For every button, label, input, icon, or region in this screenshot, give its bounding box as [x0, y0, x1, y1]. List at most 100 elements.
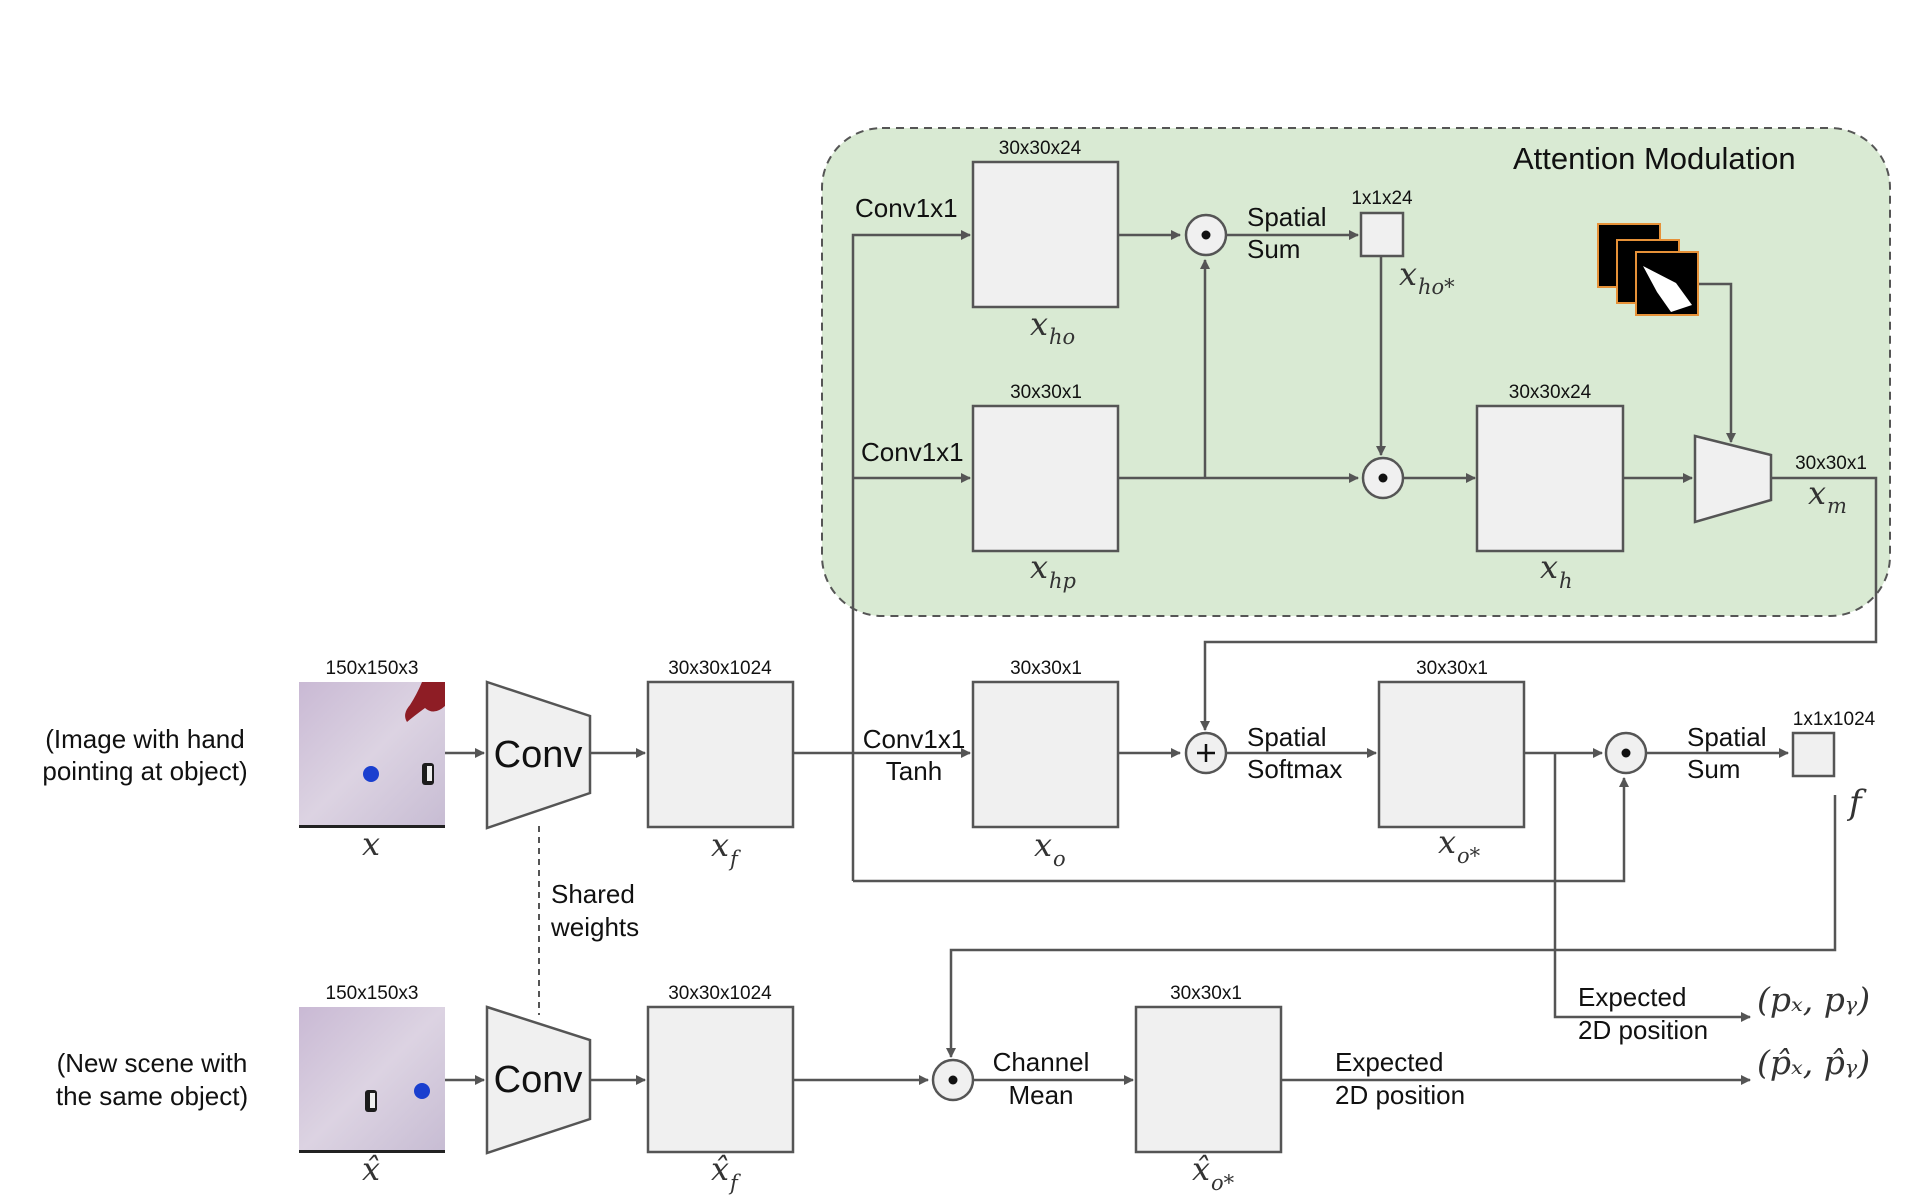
symbol-x: x: [362, 825, 380, 863]
conv1x1-mid-label: Conv1x1: [861, 437, 964, 467]
spatial-sum-main-line1: Spatial: [1687, 722, 1767, 752]
symbol-xm: x m: [1808, 474, 1847, 518]
attention-decoder: [1693, 434, 1773, 524]
dims-xho-star: 1x1x24: [1351, 188, 1413, 209]
svg-text:x: x: [1030, 305, 1048, 343]
svg-text:m: m: [1827, 494, 1847, 518]
block-f: [1791, 731, 1836, 778]
block-xhp: [971, 404, 1120, 553]
dims-f: 1x1x1024: [1793, 709, 1876, 730]
svg-text:x: x: [1034, 826, 1052, 864]
symbol-f: f: [1846, 783, 1867, 823]
conv-encoder-top: [485, 680, 592, 830]
wire-xm-to-plus: [1200, 476, 1878, 731]
block-xf: [646, 680, 795, 829]
dims-xhp: 30x30x1: [1010, 382, 1082, 403]
channel-mean-line2: Mean: [1008, 1080, 1073, 1110]
svg-text:o*: o*: [1211, 1171, 1235, 1195]
conv-encoder-bottom: [485, 1005, 592, 1155]
svg-text:f: f: [728, 847, 741, 871]
spatial-softmax-line1: Spatial: [1247, 722, 1327, 752]
hadamard-op-top: [1184, 213, 1228, 257]
dims-xf-hat: 30x30x1024: [668, 983, 772, 1004]
input-caption-line1: (Image with hand: [45, 724, 244, 754]
symbol-xho: x ho: [1030, 305, 1075, 349]
wire-trunk-to-main-dot: [853, 777, 1629, 883]
input-image-hand: [299, 682, 445, 828]
dims-x-hat: 150x150x3: [326, 983, 419, 1004]
symbol-xf-hat: x̂ f: [711, 1150, 741, 1195]
hadamard-op-attention: [1361, 456, 1405, 500]
svg-text:o*: o*: [1457, 844, 1481, 868]
block-xo-star-hat: [1134, 1005, 1283, 1154]
spatial-sum-top-line2: Sum: [1247, 234, 1300, 264]
conv-label-top: Conv: [494, 734, 583, 776]
hadamard-op-bottom: [931, 1058, 975, 1102]
wire-trunk-to-xho: [851, 230, 971, 881]
svg-text:h: h: [1559, 569, 1573, 593]
attention-modulation-title: Attention Modulation: [1513, 141, 1796, 176]
svg-text:x̂: x̂: [711, 1150, 729, 1188]
block-xho-star: [1359, 211, 1405, 258]
spatial-softmax-line2: Softmax: [1247, 754, 1342, 784]
wire-xostar-to-expected: [1553, 753, 1751, 1022]
symbol-xo: x o: [1034, 826, 1066, 871]
symbol-xhp: x hp: [1030, 548, 1076, 593]
dims-x: 150x150x3: [326, 658, 419, 679]
output-p-hat: (p̂ₓ, p̂ᵧ): [1757, 1043, 1870, 1082]
mask-stack-icon: [1597, 223, 1699, 316]
svg-text:ho*: ho*: [1418, 275, 1455, 299]
wire-f-to-bottom-dot: [946, 795, 1837, 1058]
svg-text:o: o: [1053, 847, 1066, 871]
symbol-xo-star-hat: x̂ o*: [1192, 1150, 1235, 1195]
conv1x1-tanh-label-line1: Conv1x1: [863, 724, 966, 754]
dims-xo-star: 30x30x1: [1416, 658, 1488, 679]
expected-bottom-line2: 2D position: [1335, 1080, 1465, 1110]
conv-label-bottom: Conv: [494, 1059, 583, 1101]
svg-text:hp: hp: [1049, 569, 1076, 593]
output-p: (pₓ, pᵧ): [1757, 980, 1870, 1019]
new-scene-caption-line1: (New scene with: [57, 1048, 248, 1078]
svg-text:f: f: [728, 1171, 741, 1195]
block-xh: [1475, 404, 1625, 553]
block-xf-hat: [646, 1005, 795, 1154]
dims-xm: 30x30x1: [1795, 453, 1867, 474]
dims-xho: 30x30x24: [999, 138, 1082, 159]
svg-text:x: x: [1438, 823, 1456, 861]
block-xo-star: [1377, 680, 1526, 829]
symbol-xho-star: x ho*: [1399, 255, 1455, 299]
symbol-x-hat: x̂: [362, 1150, 380, 1188]
dims-xo-star-hat: 30x30x1: [1170, 983, 1242, 1004]
dims-xh: 30x30x24: [1509, 382, 1592, 403]
block-xho: [971, 160, 1120, 309]
expected-top-line1: Expected: [1578, 982, 1686, 1012]
channel-mean-line1: Channel: [993, 1047, 1090, 1077]
svg-text:x: x: [711, 826, 729, 864]
add-op: [1184, 731, 1228, 775]
conv1x1-top-label: Conv1x1: [855, 193, 958, 223]
svg-text:x: x: [1540, 548, 1558, 586]
conv1x1-tanh-label-line2: Tanh: [886, 756, 942, 786]
shared-weights-line2: weights: [550, 912, 639, 942]
spatial-sum-top-line1: Spatial: [1247, 202, 1327, 232]
svg-text:ho: ho: [1049, 325, 1075, 349]
svg-text:x̂: x̂: [1192, 1150, 1210, 1188]
block-xo: [971, 680, 1120, 829]
hadamard-op-main: [1604, 731, 1648, 775]
symbol-xf: x f: [711, 826, 741, 871]
expected-top-line2: 2D position: [1578, 1015, 1708, 1045]
svg-text:x: x: [1030, 548, 1048, 586]
input-caption-line2: pointing at object): [42, 756, 247, 786]
spatial-sum-main-line2: Sum: [1687, 754, 1740, 784]
input-image-new-scene: [299, 1007, 445, 1153]
dims-xo: 30x30x1: [1010, 658, 1082, 679]
svg-text:x: x: [1399, 255, 1417, 293]
svg-text:x: x: [1808, 474, 1826, 512]
shared-weights-line1: Shared: [551, 879, 635, 909]
wire-masks-to-decoder: [1697, 282, 1736, 443]
dims-xf: 30x30x1024: [668, 658, 772, 679]
expected-bottom-line1: Expected: [1335, 1047, 1443, 1077]
symbol-xh: x h: [1540, 548, 1573, 593]
symbol-xo-star: x o*: [1438, 823, 1481, 868]
